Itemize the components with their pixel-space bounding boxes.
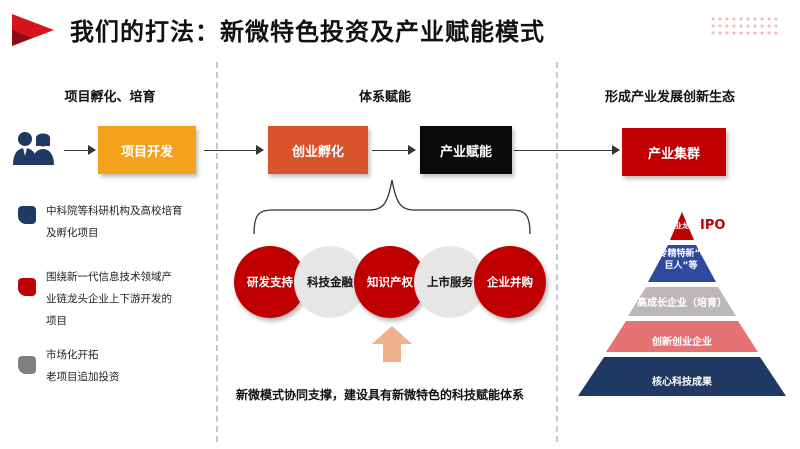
pyramid-level-base: [578, 357, 786, 396]
page-title: 我们的打法：新微特色投资及产业赋能模式: [70, 18, 545, 46]
ipo-label: IPO: [700, 218, 726, 233]
bullet-icon-industry: [18, 278, 36, 296]
circle-ma: 企业并购: [474, 246, 546, 318]
bullet-industry-text: 围绕新一代信息技术领域产 业链龙头企业上下游开发的 项目: [46, 266, 172, 332]
pyramid-level-4: [606, 321, 758, 352]
pyramid-label-4: 创新创业企业: [652, 337, 712, 348]
bullet-industry-line-3: 项目: [46, 315, 67, 327]
pyramid-level-3: [628, 287, 736, 316]
flow-arrow-2: [204, 150, 258, 151]
curly-brace: [253, 179, 531, 235]
bullet-market-text: 市场化开拓 老项目追加投资: [46, 344, 120, 388]
flow-arrow-4-head: [612, 145, 620, 155]
flow-arrow-4: [514, 150, 614, 151]
flow-arrow-2-head: [256, 145, 264, 155]
pyramid-label-top: 行业龙头: [668, 222, 696, 230]
up-arrow-icon: [372, 326, 412, 362]
bullet-icon-research: [18, 206, 36, 224]
play-logo-icon: [12, 14, 54, 46]
dot-pattern-icon: [711, 17, 778, 35]
people-icon: [13, 132, 54, 165]
flow-arrow-3: [372, 150, 410, 151]
pyramid-level-2: [648, 245, 716, 282]
bullet-icon-market: [18, 356, 36, 374]
bullet-market-line-1: 市场化开拓: [46, 349, 99, 361]
industry-cluster-box: 产业集群: [622, 128, 726, 176]
pyramid-label-2: “专精特新”小巨人”等: [652, 249, 710, 271]
flow-arrow-1: [64, 150, 90, 151]
bullet-industry-line-2: 业链龙头企业上下游开发的: [46, 293, 172, 305]
bullet-industry-line-1: 围绕新一代信息技术领域产: [46, 271, 172, 283]
venture-incubation-box: 创业孵化: [268, 126, 368, 174]
bullet-research-line-1: 中科院等科研机构及高校培育: [46, 205, 183, 217]
enterprise-pyramid: [578, 212, 786, 396]
section-divider-left: [216, 62, 218, 442]
pyramid-label-3: 高成长企业（培育）: [637, 298, 727, 309]
section-heading-empowerment: 体系赋能: [358, 90, 411, 105]
flow-arrow-1-head: [88, 145, 96, 155]
pyramid-label-base: 核心科技成果: [652, 377, 712, 388]
section-heading-incubation: 项目孵化、培育: [64, 90, 156, 105]
bottom-statement: 新微模式协同支撑，建设具有新微特色的科技赋能体系: [236, 388, 525, 402]
bullet-research-text: 中科院等科研机构及高校培育 及孵化项目: [46, 200, 183, 244]
flow-arrow-3-head: [408, 145, 416, 155]
project-development-box: 项目开发: [98, 126, 196, 174]
section-divider-right: [556, 62, 558, 442]
pyramid-level-top: [670, 212, 694, 240]
section-heading-ecosystem: 形成产业发展创新生态: [604, 90, 735, 105]
industry-empowerment-box: 产业赋能: [420, 126, 512, 174]
bullet-research-line-2: 及孵化项目: [46, 227, 99, 239]
bullet-market-line-2: 老项目追加投资: [46, 371, 120, 383]
